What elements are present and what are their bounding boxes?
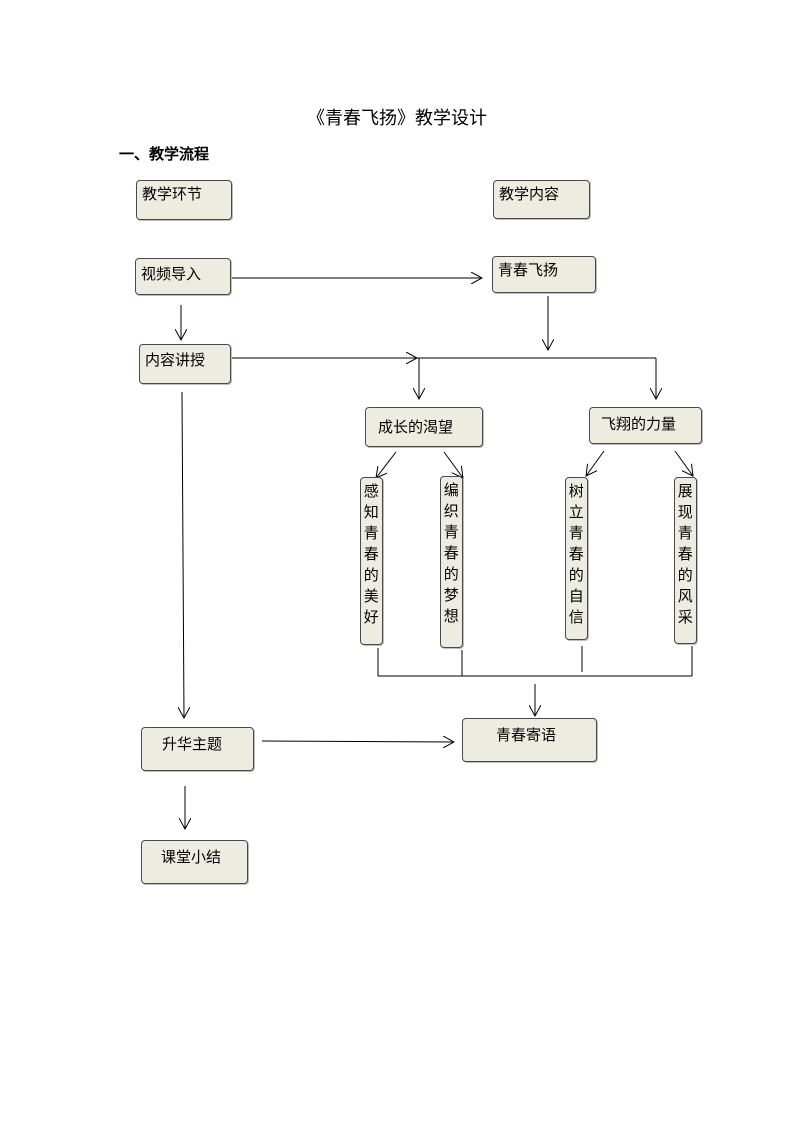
document-title: 《青春飞扬》教学设计	[307, 108, 487, 129]
growth-desire-box: 成长的渴望	[365, 407, 483, 447]
sublimate-box: 升华主题	[141, 727, 254, 771]
youth-message-box: 青春寄语	[462, 718, 597, 762]
arrow-growth-to-weave	[443, 451, 463, 478]
fly-power-box: 飞翔的力量	[589, 407, 702, 444]
arrow-growth-to-perceive	[376, 451, 397, 478]
build-confidence-box: 树立青春的自信	[565, 477, 588, 640]
stage-header-box: 教学环节	[136, 180, 232, 220]
arrow-power-to-confidence	[586, 450, 605, 476]
content-header-box: 教学内容	[493, 180, 590, 219]
arrow-power-to-style	[674, 450, 693, 476]
arrow-sublimate-to-message	[261, 741, 454, 742]
show-style-box: 展现青春的风采	[674, 477, 697, 644]
arrow-lecture-to-sublimate	[182, 391, 184, 718]
summary-box: 课堂小结	[141, 840, 248, 884]
perceive-beauty-box: 感知青春的美好	[360, 477, 383, 645]
video-intro-box: 视频导入	[135, 258, 231, 295]
youth-fly-box: 青春飞扬	[492, 256, 596, 293]
section-heading: 一、教学流程	[119, 145, 210, 163]
weave-dream-box: 编织青春的梦想	[440, 476, 463, 648]
lecture-box: 内容讲授	[139, 344, 231, 384]
